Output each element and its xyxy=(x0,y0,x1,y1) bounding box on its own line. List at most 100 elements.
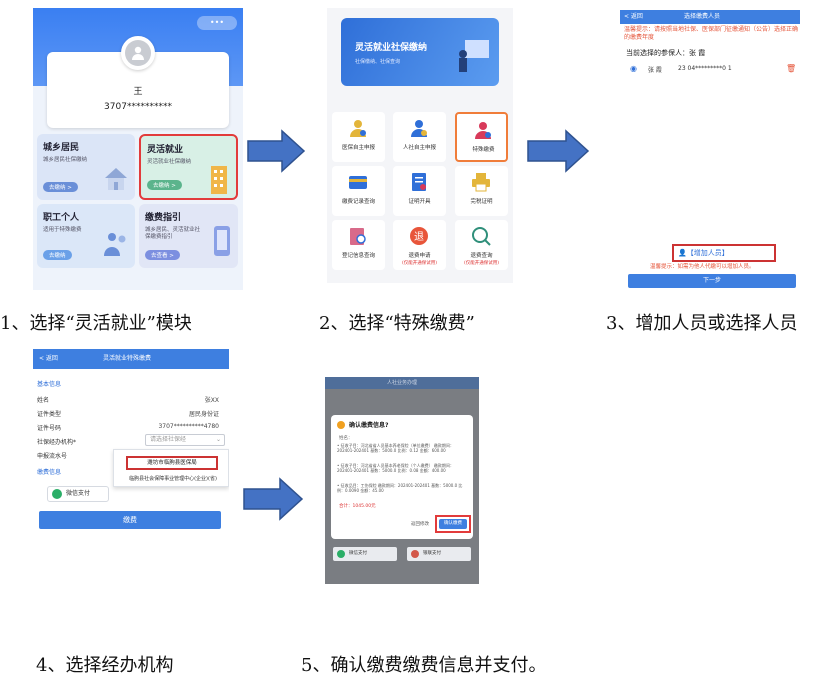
caption-step2: 2、选择“特殊缴费” xyxy=(319,313,475,334)
service-hr-declare[interactable]: 人社自主申报 xyxy=(393,112,446,162)
wechat-pay-option[interactable]: 微信支付 xyxy=(333,547,397,561)
section-basic: 基本信息 xyxy=(37,381,62,388)
more-icon[interactable]: ••• xyxy=(209,18,225,27)
refund-search-icon xyxy=(472,227,491,246)
radio-selected-icon[interactable]: ◉ xyxy=(630,64,637,73)
tile-button[interactable]: 去缴纳 > xyxy=(43,182,78,192)
wechat-pay-label: 微信支付 xyxy=(349,551,367,556)
service-registration-query[interactable]: 登记信息查询 xyxy=(332,220,385,270)
wechat-pay-option[interactable]: 微信支付 xyxy=(47,486,109,502)
service-tax-certificate[interactable]: 完税证明 xyxy=(455,166,508,216)
tile-urban-rural[interactable]: 城乡居民 城乡居民社保缴纳 去缴纳 > xyxy=(37,134,135,200)
next-button[interactable]: 下一步 xyxy=(628,274,796,288)
user-id: 3707********** xyxy=(104,102,172,112)
wechat-pay-label: 微信支付 xyxy=(66,490,91,497)
row-name: 姓名张XX xyxy=(37,395,225,404)
screen-1-home: ••• 王 3707********** 城乡居民 城乡居民社保缴纳 去缴纳 >… xyxy=(33,8,243,290)
tile-button[interactable]: 去查看 > xyxy=(145,250,180,260)
service-payment-records[interactable]: 缴费记录查询 xyxy=(332,166,385,216)
nav-title: 选择缴费人员 xyxy=(684,13,721,20)
row-agency: 社保经办机构* xyxy=(37,437,225,446)
service-note: (仅能开通保试用) xyxy=(463,261,499,266)
tile-title: 职工个人 xyxy=(43,213,80,223)
tile-desc: 灵活就业社保缴纳 xyxy=(147,159,192,165)
tile-flexible-employment[interactable]: 灵活就业 灵活就业社保缴纳 去缴纳 > xyxy=(139,134,238,200)
clipboard-search-icon xyxy=(350,228,366,245)
unionpay-option[interactable]: 银联支付 xyxy=(407,547,471,561)
tile-desc: 城乡居民社保缴纳 xyxy=(43,157,88,163)
arrow-right-icon xyxy=(243,477,304,521)
pay-button[interactable]: 缴费 xyxy=(39,511,221,529)
person-name: 张 霞 xyxy=(648,67,662,74)
back-button[interactable]: < 返回 xyxy=(39,355,58,362)
nav-title: 灵活就业特殊缴费 xyxy=(103,355,152,362)
field-label: 证件号码 xyxy=(37,425,62,432)
card-icon xyxy=(349,176,367,189)
warning-icon xyxy=(337,421,345,429)
banner-subtitle: 社保缴纳、社保查询 xyxy=(355,59,401,65)
service-special-payment[interactable]: 特殊缴费 xyxy=(455,112,508,162)
building-icon xyxy=(211,166,227,194)
option-linqu-medical[interactable]: 潍坊市临朐县医保局 xyxy=(126,456,218,470)
agency-dropdown: 潍坊市临朐县医保局 临朐县社会保障事业管理中心(企业)(省) xyxy=(113,449,229,487)
wechat-icon xyxy=(52,489,62,499)
unionpay-icon xyxy=(411,550,419,558)
tip-text: 温馨提示：请按照当地社保、医保部门征缴通知（公告）选择正确的缴费年度 xyxy=(624,26,799,42)
fee-line-1: • 征收子目：河北省省人员基本养老保险（单位缴费） 缴款期间：202401-20… xyxy=(337,443,454,454)
presenter-icon xyxy=(459,40,489,72)
tile-desc: 适用于特殊缴费 xyxy=(43,227,82,233)
add-person-button[interactable]: 👤【增加人员】 xyxy=(672,244,776,262)
section-pay: 缴费信息 xyxy=(37,469,62,476)
service-medical-declare[interactable]: 医保自主申报 xyxy=(332,112,385,162)
service-label: 医保自主申报 xyxy=(341,145,375,151)
nav-bar: < 返回 灵活就业特殊缴费 xyxy=(33,349,229,369)
refund-icon: 退 xyxy=(410,227,428,245)
confirm-dialog: 确认缴费信息? 姓名： • 征收子目：河北省省人员基本养老保险（单位缴费） 缴款… xyxy=(331,415,473,539)
screen-3-select-person: < 返回 选择缴费人员 温馨提示：请按照当地社保、医保部门征缴通知（公告）选择正… xyxy=(620,8,800,290)
agency-select[interactable]: 请选择社保经⌄ xyxy=(145,434,225,446)
tile-employee-individual[interactable]: 职工个人 适用于特殊缴费 去缴纳 xyxy=(37,204,135,268)
tile-desc: 城乡居民、灵活就业社保缴费指引 xyxy=(145,227,201,241)
service-refund-query[interactable]: 退费查询 (仅能开通保试用) xyxy=(455,220,508,270)
dialog-name: 姓名： xyxy=(339,436,353,441)
person-gold-icon xyxy=(350,120,366,137)
back-button[interactable]: < 返回 xyxy=(624,13,643,20)
people-icon xyxy=(104,233,126,256)
tile-title: 城乡居民 xyxy=(43,143,80,153)
avatar xyxy=(121,36,155,70)
add-person-label: 【增加人员】 xyxy=(686,249,729,257)
user-name: 王 xyxy=(133,87,143,97)
row-doc-type: 证件类型居民身份证 xyxy=(37,409,225,418)
tile-title: 缴费指引 xyxy=(145,213,182,223)
confirm-button[interactable]: 确认缴费 xyxy=(439,519,467,529)
dialog-title: 确认缴费信息? xyxy=(349,422,389,429)
field-label: 证件类型 xyxy=(37,411,62,418)
delete-icon[interactable]: 🗑 xyxy=(786,64,797,73)
wechat-icon xyxy=(337,550,345,558)
svg-text:退: 退 xyxy=(414,231,424,243)
caption-step1: 1、选择“灵活就业”模块 xyxy=(0,313,192,334)
service-label: 证明开具 xyxy=(408,199,431,205)
person-blue-icon xyxy=(411,120,427,137)
service-refund-apply[interactable]: 退 退费申请 (仅能开通保试用) xyxy=(393,220,446,270)
service-certificate[interactable]: 证明开具 xyxy=(393,166,446,216)
printer-icon xyxy=(472,173,490,192)
cancel-button[interactable]: 返回修改 xyxy=(411,522,429,527)
field-label: 申报流水号 xyxy=(37,453,68,460)
select-placeholder: 请选择社保经 xyxy=(150,436,187,443)
phone-icon xyxy=(214,226,230,256)
nav-title: 人社业务办理 xyxy=(386,380,417,386)
menu-pill[interactable]: ••• xyxy=(197,16,237,30)
banner-title: 灵活就业社保缴纳 xyxy=(355,43,428,53)
house-icon xyxy=(105,168,127,190)
service-label: 人社自主申报 xyxy=(402,145,436,151)
arrow-right-icon xyxy=(247,129,306,173)
tile-button[interactable]: 去缴纳 xyxy=(43,250,72,260)
person-id: 23 04*********0 1 xyxy=(678,65,732,72)
user-add-icon: 👤 xyxy=(678,249,687,257)
person-row[interactable]: ◉ 张 霞 23 04*********0 1 🗑 xyxy=(626,64,796,78)
tile-button[interactable]: 去缴纳 > xyxy=(147,180,182,190)
option-linqu-social[interactable]: 临朐县社会保障事业管理中心(企业)(省) xyxy=(129,476,217,482)
tile-payment-guide[interactable]: 缴费指引 城乡居民、灵活就业社保缴费指引 去查看 > xyxy=(139,204,238,268)
